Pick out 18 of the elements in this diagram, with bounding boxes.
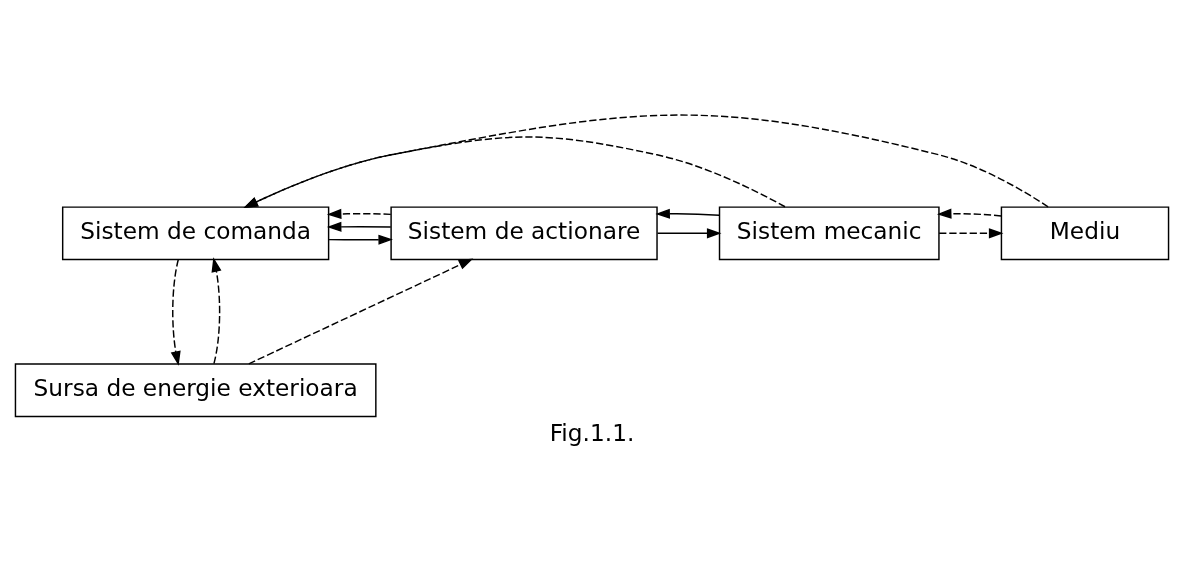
arrow: [248, 258, 474, 365]
node-box: Sistem mecanic: [718, 205, 940, 260]
arrow: [326, 221, 392, 232]
node-box: Sistem de actionare: [390, 205, 658, 260]
arrow: [938, 227, 1004, 238]
arrow: [211, 256, 222, 364]
arrow: [170, 258, 181, 366]
arrow: [936, 208, 1002, 219]
arrow: [328, 234, 393, 245]
arrow: [326, 208, 392, 219]
arrow: [655, 208, 720, 219]
arrow: [243, 135, 786, 208]
arrow: [243, 114, 1049, 208]
node-box: Sursa de energie exterioara: [14, 362, 377, 417]
node-box: Mediu: [1000, 205, 1170, 260]
arrow: [656, 227, 722, 238]
caption: Fig.1.1.: [549, 418, 635, 446]
node-box: Sistem de comanda: [61, 205, 330, 260]
